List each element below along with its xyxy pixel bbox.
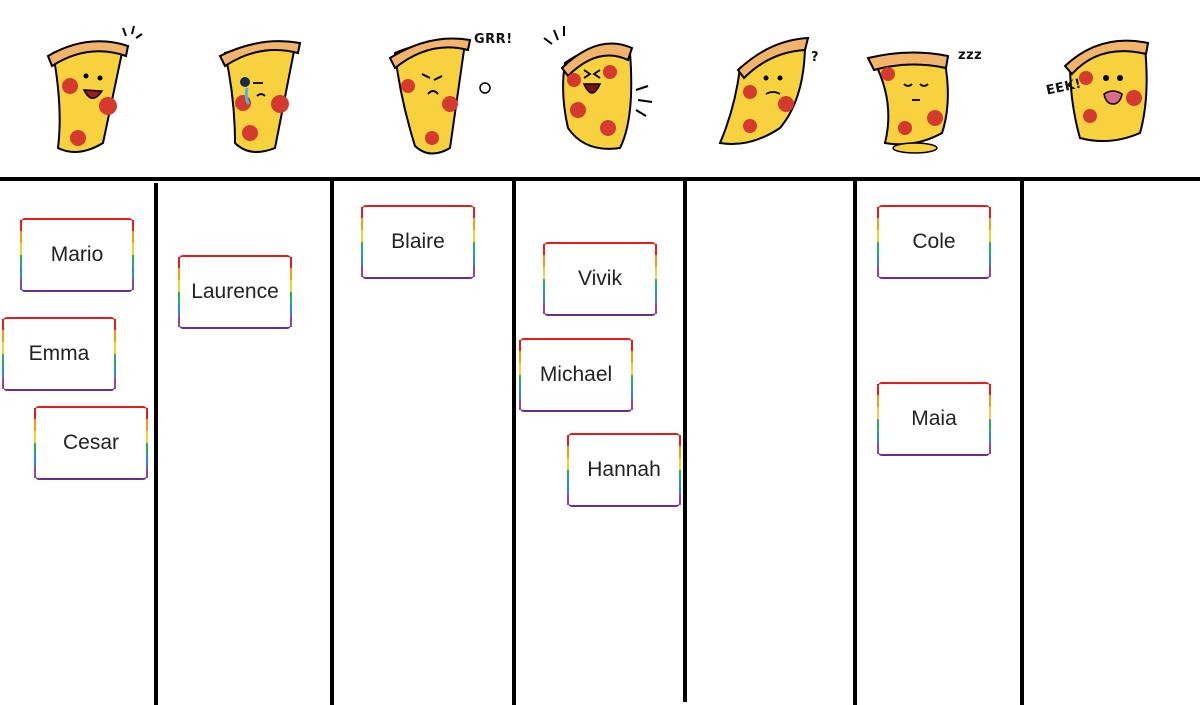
column-divider (683, 178, 687, 702)
column-divider (512, 181, 516, 705)
name-card-cesar[interactable]: Cesar (34, 406, 148, 480)
confused-pizza-caption: ? (811, 50, 820, 65)
angry-pizza-icon (370, 8, 520, 168)
name-card-emma[interactable]: Emma (2, 317, 116, 391)
name-card-vivik[interactable]: Vivik (543, 242, 657, 316)
name-card-blaire[interactable]: Blaire (361, 205, 475, 279)
scared-pizza-icon (1040, 8, 1190, 168)
sad-pizza-icon (195, 8, 345, 168)
column-divider (330, 181, 334, 705)
header-divider (0, 177, 1200, 181)
happy-pizza-icon (18, 8, 168, 168)
name-card-michael[interactable]: Michael (519, 338, 633, 412)
name-card-hannah[interactable]: Hannah (567, 433, 681, 507)
sleepy-pizza-caption: zzz (958, 48, 983, 63)
name-card-mario[interactable]: Mario (20, 218, 134, 292)
column-divider (853, 180, 857, 705)
column-divider (1020, 180, 1024, 705)
laughing-pizza-icon (540, 8, 690, 168)
angry-pizza-caption: GRR! (474, 32, 513, 47)
confused-pizza-icon (710, 8, 860, 168)
name-card-laurence[interactable]: Laurence (178, 255, 292, 329)
name-card-cole[interactable]: Cole (877, 205, 991, 279)
column-divider (154, 183, 158, 705)
name-card-maia[interactable]: Maia (877, 382, 991, 456)
sleepy-pizza-icon (860, 8, 1010, 168)
